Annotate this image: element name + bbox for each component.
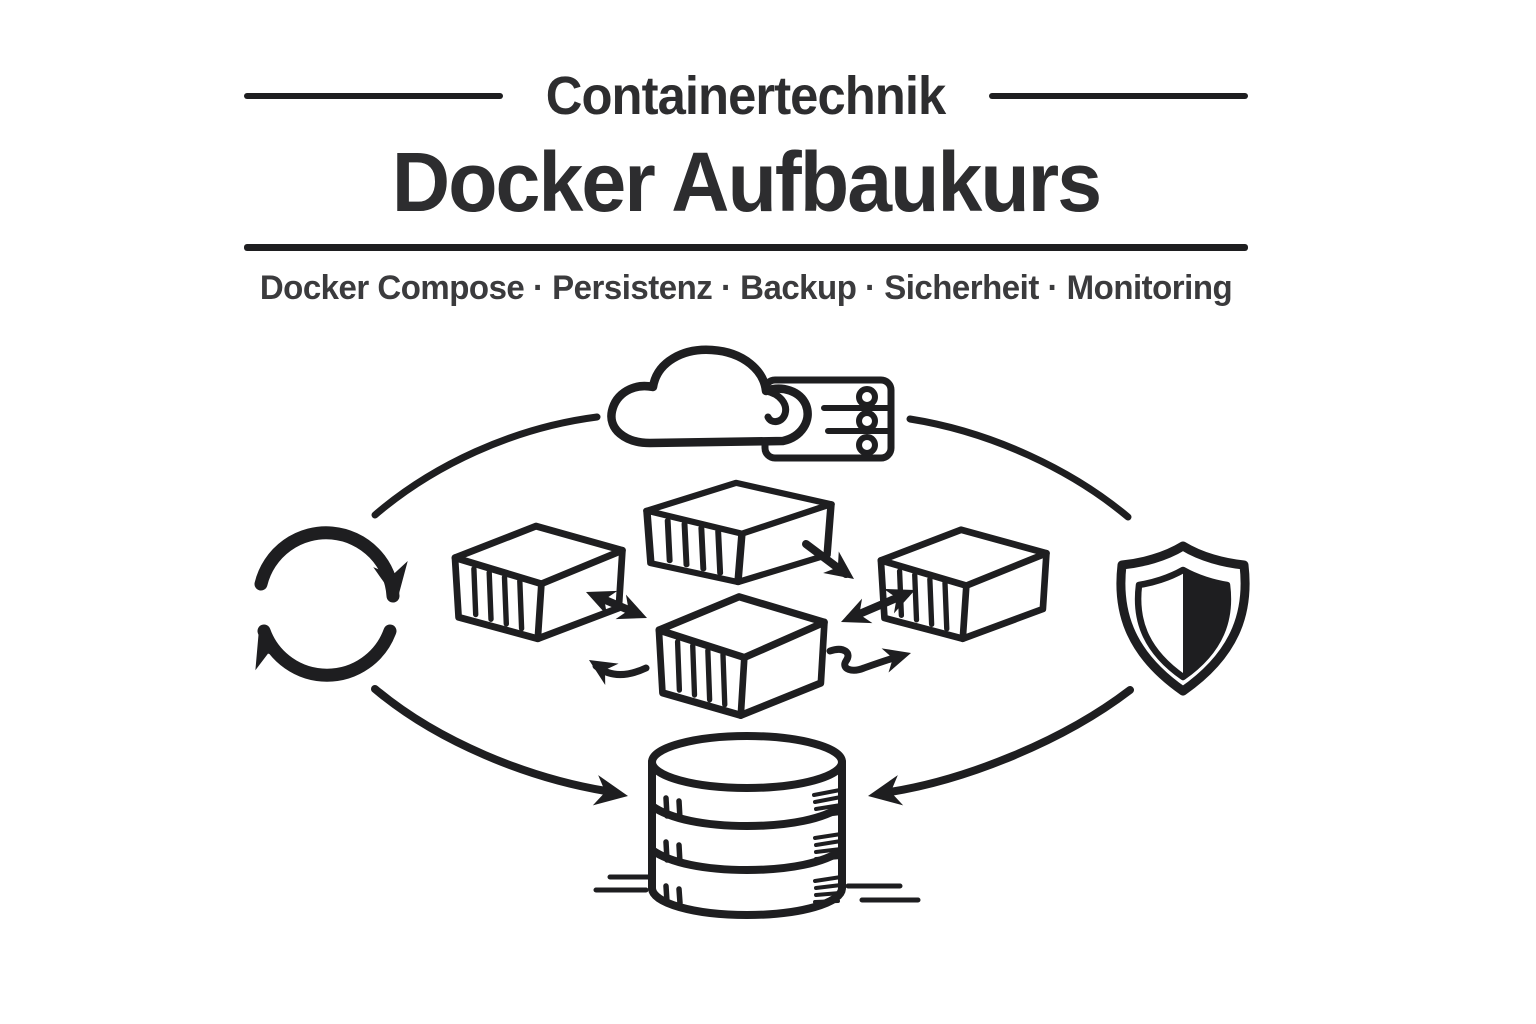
container-box-left (455, 526, 622, 639)
database-hatching (812, 788, 843, 904)
arc-shield-to-database (886, 686, 1134, 796)
connector-arcs (371, 413, 1134, 812)
database-icon (593, 732, 921, 919)
container-arrows (580, 540, 921, 685)
database-top (648, 732, 846, 792)
cloud-curl (762, 387, 790, 425)
eyebrow-rule-left (244, 93, 504, 99)
server-shelf-lines (821, 405, 892, 434)
database-left-ticks (663, 795, 683, 906)
arrowhead-curl-left (582, 649, 619, 685)
eyebrow-label: Containertechnik (546, 66, 947, 126)
container-box-top (647, 483, 831, 582)
shield-icon (1116, 541, 1250, 696)
page-title: Docker Aufbaukurs (391, 135, 1102, 229)
arrow-squiggle-right (826, 645, 904, 674)
shield-dark-half (1183, 570, 1228, 677)
cloud-server-icon (607, 345, 895, 462)
arc-cloud-to-shield (906, 415, 1132, 521)
title-divider (244, 244, 1248, 251)
database-ground-lines (593, 874, 921, 903)
server-led-3 (856, 434, 878, 456)
subtitle: Docker Compose · Persistenz · Backup · S… (259, 269, 1233, 307)
database-body (648, 758, 846, 919)
server-led-1 (856, 386, 878, 408)
arc-sync-to-cloud (371, 413, 601, 519)
header: Containertechnik Docker Aufbaukurs Docke… (244, 64, 1249, 308)
container-box-right (881, 530, 1047, 639)
sync-arc-top (254, 526, 400, 603)
server-led-2 (856, 410, 878, 432)
arrowhead-center-right-a (835, 598, 873, 635)
cloud-outline (607, 345, 812, 448)
container-box-center (659, 597, 825, 716)
eyebrow-row: Containertechnik (244, 64, 1249, 128)
eyebrow-rule-right (988, 93, 1249, 99)
arc-sync-to-database (371, 685, 610, 795)
sync-arrows-icon (242, 526, 415, 682)
